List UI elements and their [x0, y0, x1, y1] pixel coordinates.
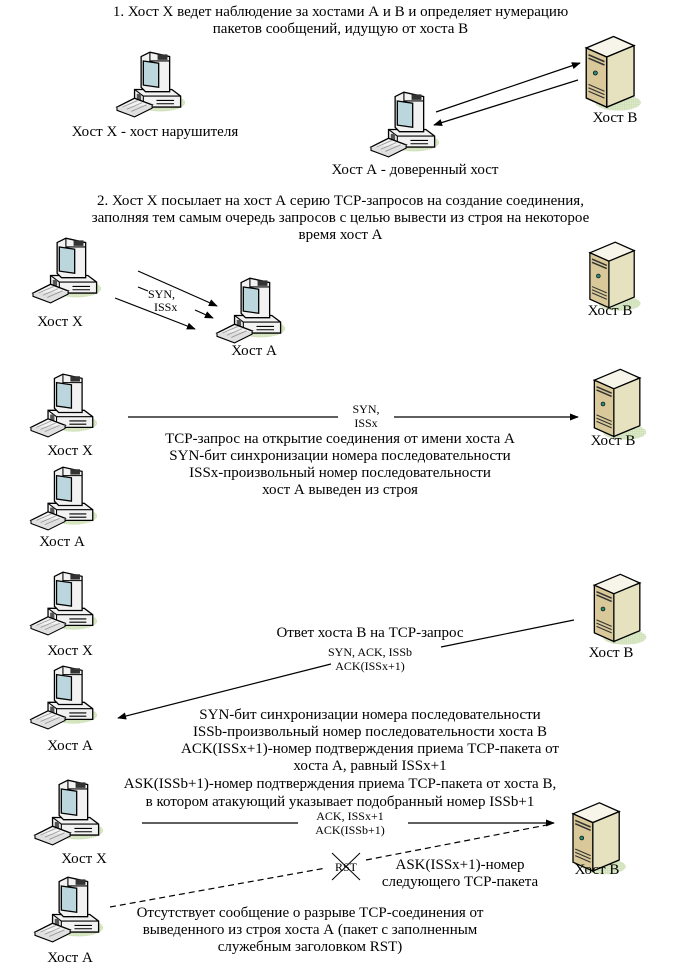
host-a-workstation-icon	[370, 91, 440, 158]
syn-packet-label: SYN,	[352, 402, 380, 416]
host-b-label: Хост В	[592, 110, 638, 126]
host-b-server-icon	[593, 368, 648, 441]
host-a-workstation-icon	[30, 665, 98, 730]
issx-packet-label: ISSx	[154, 300, 178, 314]
host-x-workstation-icon	[32, 237, 102, 304]
issx-packet-label: ISSx	[354, 416, 378, 430]
arrow-a-to-b	[435, 62, 581, 113]
host-b-server-icon	[589, 241, 642, 312]
section3-desc-line1: TCP-запрос на открытие соединения от име…	[165, 431, 515, 447]
response-arrow-tail	[440, 619, 575, 648]
arrow-b-to-a	[433, 79, 579, 127]
host-a-label: Хост А	[47, 738, 93, 754]
host-x-label: Хост Х	[47, 643, 93, 659]
section4-desc-line3: ACK(ISSx+1)-номер подтверждения приема T…	[180, 741, 559, 757]
section5-top-line2: в котором атакующий указывает подобранны…	[145, 794, 535, 810]
rst-label: RST	[334, 860, 357, 874]
section3-desc-line3: ISSx-произвольный номер последовательнос…	[189, 465, 491, 481]
rst-cross-mark	[331, 852, 361, 881]
rst-dashed-line-tail	[109, 867, 327, 908]
section5-bottom-line1: Отсутствует сообщение о разрыве TCP-соед…	[136, 905, 484, 921]
section5-top-line1: ASK(ISSb+1)-номер подтверждения приема T…	[123, 776, 557, 792]
syn-arrow-1	[137, 270, 218, 307]
host-x-workstation-icon	[30, 373, 98, 438]
response-packet-line1: SYN, ACK, ISSb	[327, 645, 413, 659]
syn-arrow-2-head	[194, 309, 214, 319]
ack-packet-line2: ACK(ISSb+1)	[315, 823, 385, 837]
next-packet-line2: следующего TCP-пакета	[381, 874, 539, 890]
response-packet-line2: ACK(ISSx+1)	[335, 659, 405, 673]
section2-title-line1: 2. Хост Х посылает на хост А серию TCP-з…	[97, 193, 584, 209]
syn-arrow-3	[114, 297, 196, 330]
section3-desc-line4: хост А выведен из строя	[262, 482, 418, 498]
host-a-label: Хост А - доверенный хост	[331, 162, 499, 178]
section2-title-line3: время хост А	[298, 227, 383, 243]
section2-title-line2: заполняя тем самым очередь запросов с це…	[91, 210, 590, 226]
host-a-workstation-icon	[216, 277, 286, 344]
host-x-label: Хост Х	[37, 314, 83, 330]
host-a-label: Хост А	[231, 343, 277, 359]
host-a-workstation-icon	[34, 876, 104, 943]
syn-arrow-2-tail	[137, 286, 149, 292]
section4-desc-line1: SYN-бит синхронизации номера последовате…	[199, 707, 541, 723]
section4-desc-line4: хоста А, равный ISSx+1	[293, 758, 447, 774]
host-x-label: Хост Х	[47, 443, 93, 459]
host-a-workstation-icon	[30, 466, 98, 531]
section1-title-line1: 1. Хост Х ведет наблюдение за хостами А …	[112, 4, 569, 20]
host-x-label: Хост Х	[61, 851, 107, 867]
host-a-label: Хост А	[39, 534, 85, 550]
section3-desc-line2: SYN-бит синхронизации номера последовате…	[169, 448, 511, 464]
host-b-server-icon	[593, 573, 648, 646]
section1-title-line2: пакетов сообщений, идущую от хоста В	[212, 21, 469, 37]
section5-bottom-line2: выведенного из строя хоста А (пакет с за…	[142, 922, 478, 938]
host-x-workstation-icon	[30, 571, 98, 636]
host-x-label: Хост Х - хост нарушителя	[71, 124, 239, 140]
host-b-label: Хост В	[587, 303, 633, 319]
next-packet-line1: ASK(ISSx+1)-номер	[395, 857, 525, 873]
host-b-server-icon	[585, 35, 642, 112]
host-x-workstation-icon	[116, 51, 186, 118]
section4-desc-line2: ISSb-произвольный номер последовательнос…	[192, 724, 548, 740]
ack-packet-line1: ACK, ISSx+1	[316, 809, 384, 823]
host-b-label: Хост В	[590, 433, 636, 449]
host-a-label: Хост А	[47, 950, 93, 966]
section5-bottom-line3: служебным заголовком RST)	[217, 939, 403, 955]
rst-dashed-line-head	[365, 823, 553, 861]
host-b-label: Хост В	[588, 645, 634, 661]
section4-caption: Ответ хоста В на TCP-запрос	[276, 625, 464, 641]
host-b-label: Хост В	[574, 862, 620, 878]
response-arrow-head	[117, 663, 332, 720]
syn-packet-label: SYN,	[148, 287, 176, 301]
